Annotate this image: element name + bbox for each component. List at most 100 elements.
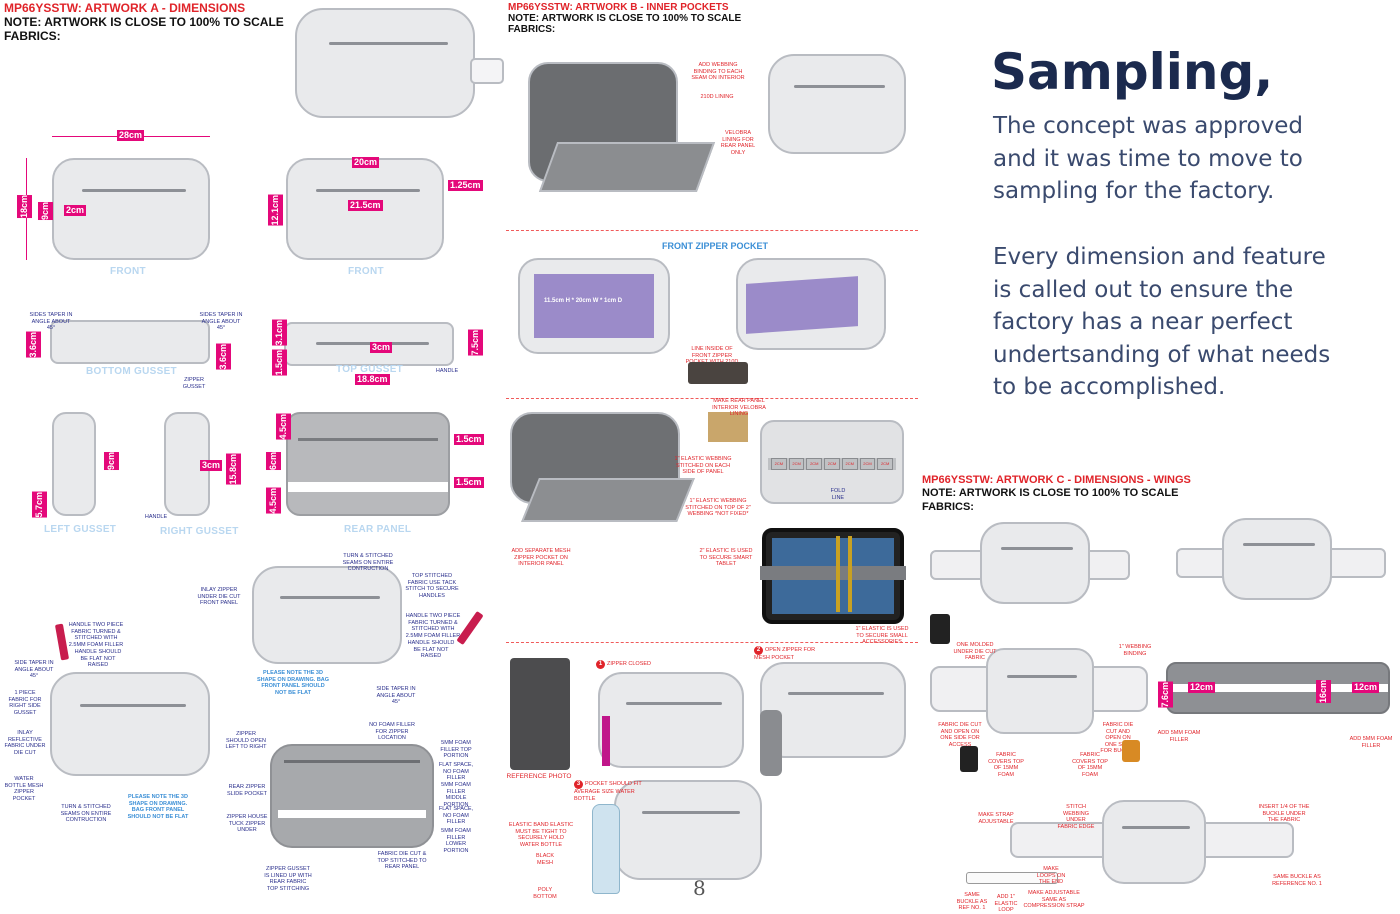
dim-label: 12cm [1188, 682, 1216, 693]
note-handle-two: HANDLE TWO PIECE FABRIC TURNED & STITCHE… [405, 613, 461, 639]
bottom-gusset-shape [50, 320, 210, 364]
paragraph-2: Every dimension and feature is called ou… [993, 244, 1331, 400]
caption-right-gusset: RIGHT GUSSET [160, 526, 239, 537]
note-elastic-top: 1" ELASTIC WEBBING STITCHED ON TOP OF 2"… [685, 498, 751, 517]
bag-rear-3d [270, 744, 434, 848]
left-gusset-shape [52, 412, 96, 516]
dim-label: 18.8cm [355, 374, 390, 385]
artwork-a-title: MP66YSSTW: ARTWORK A - DIMENSIONS [4, 1, 246, 15]
note-webbing-binding-c: 1" WEBBING BINDING [1118, 644, 1152, 657]
caption-front-2: FRONT [348, 266, 384, 277]
dim-label: 15.8cm [226, 454, 241, 485]
dim-label: 3.6cm [26, 332, 41, 358]
artwork-b-title: MP66YSSTW: ARTWORK B - INNER POCKETS [508, 2, 729, 13]
note-3d-shape-2: PLEASE NOTE THE 3D SHAPE ON DRAWING. BAG… [127, 794, 189, 820]
section-divider [506, 642, 918, 643]
bag-3d-view [252, 566, 402, 664]
note-one-molded: ONE MOLDED UNDER DIE CUT FABRIC [953, 642, 997, 661]
artwork-a-fabrics: FABRICS: [4, 29, 61, 43]
section-divider [506, 398, 918, 399]
note-foam-filler: ADD 5MM FOAM FILLER [1157, 730, 1201, 743]
dim-label: 3.6cm [216, 344, 231, 370]
note-turn-stitched: TURN & STITCHED SEAMS ON ENTIRE CONTRUCT… [342, 553, 394, 572]
note-foam-mid: 5MM FOAM FILLER MIDDLE PORTION [441, 782, 471, 808]
dim-label: 4.5cm [276, 414, 291, 440]
note-insert-buckle: INSERT 1/4 OF THE BUCKLE UNDER THE FABRI… [1258, 804, 1310, 823]
note-elastic-band: ELASTIC BAND ELASTIC MUST BE TIGHT TO SE… [508, 822, 574, 848]
artwork-c-fabrics: FABRICS: [922, 501, 974, 513]
dim-label: 18cm [17, 195, 32, 219]
caption-top-gusset: TOP GUSSET [336, 364, 404, 375]
note-handle-flat: HANDLE SHOULD BE FLAT NOT RAISED [407, 640, 455, 659]
dim-label: 1.25cm [448, 180, 483, 191]
mesh-pocket-swatch [602, 716, 610, 766]
elastic-loop: 2CM [859, 458, 876, 470]
bag-with-bottle [614, 780, 762, 880]
bag-wings-1 [980, 522, 1090, 604]
front-zipper-pocket-title: FRONT ZIPPER POCKET [662, 241, 769, 251]
rear-panel-shape [286, 412, 450, 516]
note-die-cut: FABRIC DIE CUT & TOP STITCHED TO REAR PA… [377, 851, 427, 870]
note-make-loops: MAKE LOOPS ON THE END [1036, 866, 1066, 885]
paragraph-1: The concept was approved and it was time… [993, 113, 1303, 204]
elastic-loop: 2CM [771, 458, 787, 470]
note-poly-bottom: POLY BOTTOM [533, 887, 557, 900]
caption-rear-panel: REAR PANEL [344, 524, 412, 535]
artwork-b-fabrics: FABRICS: [508, 24, 556, 35]
note-top-stitched: TOP STITCHED FABRIC USE TACK STITCH TO S… [405, 573, 459, 599]
note-side-taper-l2: SIDE TAPER IN ANGLE ABOUT 45° [14, 660, 54, 679]
dim-label: 7.5cm [468, 330, 483, 356]
note-fabric-covers: FABRIC COVERS TOP OF 15MM FOAM [988, 752, 1024, 778]
dim-label: 12.1cm [268, 195, 283, 226]
note-rear-panel: MAKE REAR PANEL INTERIOR VELOBRA LINING [712, 398, 766, 417]
bag-wings-2 [1222, 518, 1332, 600]
dim-label: 16cm [1316, 680, 1331, 704]
reference-photo-thumb [688, 362, 748, 384]
velobra-swatch [708, 412, 748, 442]
note-lining: 210D LINING [700, 94, 734, 100]
note-zipper-gusset-lined: ZIPPER GUSSET IS LINED UP WITH REAR FABR… [264, 866, 312, 892]
foam-sample-photo [930, 614, 950, 644]
note-zipper-gusset: ZIPPER GUSSET [182, 377, 206, 390]
water-bottle [592, 804, 620, 894]
note-zipper-house: ZIPPER HOUSE TUCK ZIPPER UNDER [226, 814, 268, 833]
dim-label: 4.5cm [266, 488, 281, 514]
caption-left-gusset: LEFT GUSSET [44, 524, 117, 535]
strap-adjuster [966, 872, 1058, 884]
note-one-piece: 1 PIECE FABRIC FOR RIGHT SIDE GUSSET [8, 690, 42, 716]
note-inlay-zipper: INLAY ZIPPER UNDER DIE CUT FRONT PANEL [197, 587, 241, 606]
dim-label: 3cm [370, 342, 393, 353]
note-handle: HANDLE [435, 368, 459, 374]
section-divider [506, 230, 918, 231]
dim-label: 3.1cm [272, 320, 287, 346]
bag-open-flap [538, 142, 716, 192]
note-handle-flat-l: HANDLE SHOULD BE FLAT NOT RAISED [74, 649, 122, 668]
handle-swatch [54, 623, 70, 661]
bag-closed-b [768, 54, 906, 154]
bag-wings-front [986, 648, 1094, 734]
artwork-c-note: NOTE: ARTWORK IS CLOSE TO 100% TO SCALE [922, 487, 1179, 499]
dim-label: 5.7cm [32, 492, 47, 518]
note-foam-low: 5MM FOAM FILLER LOWER PORTION [441, 828, 471, 854]
dim-label: 3cm [200, 460, 223, 471]
top-gusset-shape [284, 322, 454, 366]
page-title: Sampling, [991, 43, 1274, 101]
caption-front: FRONT [110, 266, 146, 277]
buckle-icon [470, 58, 504, 84]
dim-label: 21.5cm [348, 200, 383, 211]
note-same-buckle: SAME BUCKLE AS REF NO. 1 [956, 892, 988, 911]
note-elastic-webbing: 1" ELASTIC WEBBING STITCHED ON EACH SIDE… [674, 456, 732, 475]
fold-line-label: FOLD LINE [830, 488, 846, 501]
artwork-c-title: MP66YSSTW: ARTWORK C - DIMENSIONS - WING… [922, 474, 1191, 486]
note-flat-space-1: FLAT SPACE, NO FOAM FILLER [438, 762, 474, 781]
note-foam-top: 5MM FOAM FILLER TOP PORTION [440, 740, 472, 759]
note-stitch-webbing: STITCH WEBBING UNDER FABRIC EDGE [1057, 804, 1095, 830]
note-black-mesh: BLACK MESH [535, 853, 555, 866]
note-side-taper: SIDES TAPER IN ANGLE ABOUT 45° [199, 312, 243, 331]
dim-label: 28cm [117, 130, 145, 141]
sample-photo-c [960, 746, 978, 772]
dim-label: 1.5cm [454, 434, 484, 445]
note-zipper-open: ZIPPER SHOULD OPEN LEFT TO RIGHT [225, 731, 267, 750]
